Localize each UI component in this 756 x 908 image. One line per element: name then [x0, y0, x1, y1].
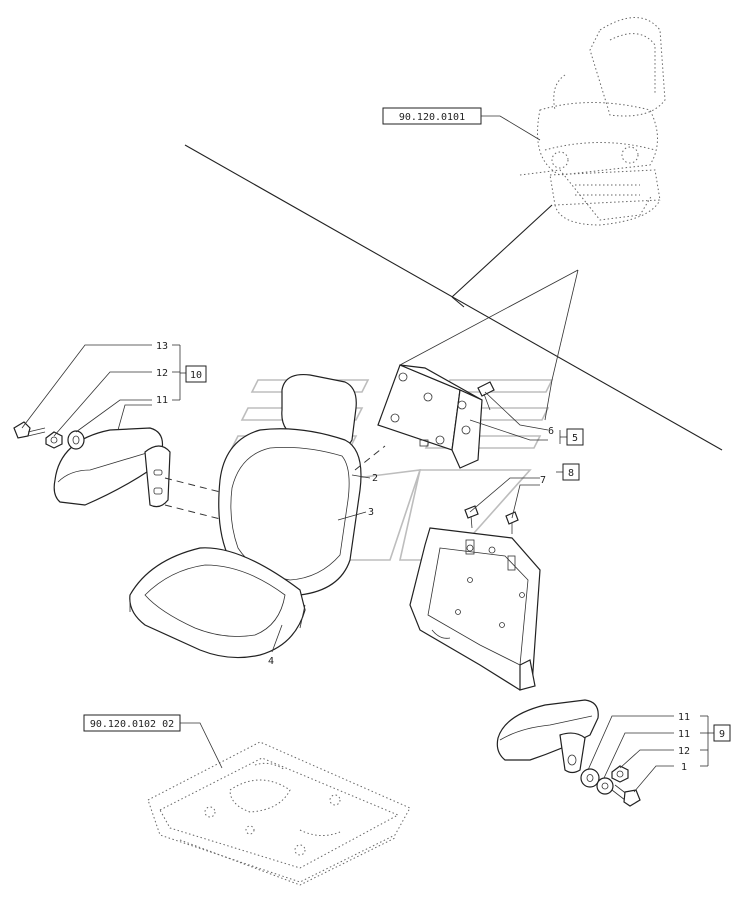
hinge-screw [477, 381, 495, 411]
left-callout-group: 13 12 11 [21, 341, 186, 437]
section-line [184, 144, 723, 451]
label-left-armrest-group: 10 [190, 370, 202, 381]
hinge-plate-assembly [377, 364, 483, 469]
seat-assembly-ghost [519, 17, 666, 226]
right-bolt [611, 784, 641, 807]
reference-label-seat-assembly: 90.120.0101 [399, 112, 465, 123]
frame-screw-b [505, 511, 519, 534]
reference-box-seat-base[interactable]: 90.120.0102 02 [83, 714, 181, 732]
label-frame-group: 8 [568, 468, 574, 479]
left-nut [45, 431, 63, 449]
label-cushion[interactable]: 4 [268, 656, 274, 667]
reference-label-seat-base: 90.120.0102 02 [90, 719, 174, 730]
callout-box-right-armrest-group[interactable]: 9 [713, 724, 731, 742]
hinge-dash [354, 445, 386, 471]
backrest [218, 373, 362, 596]
callout-box-frame-group[interactable]: 8 [562, 463, 580, 481]
label-right-nut[interactable]: 12 [678, 746, 690, 757]
right-nut [611, 765, 629, 783]
label-hinge-plate[interactable]: 6 [548, 426, 554, 437]
pointer-line-main [451, 204, 553, 298]
seat-frame [409, 527, 541, 691]
label-left-washer[interactable]: 11 [156, 395, 168, 406]
left-bolt [13, 421, 46, 439]
right-washer-b [596, 777, 614, 795]
leader-seat-assembly [481, 115, 541, 141]
callout-box-hinge-group[interactable]: 5 [566, 428, 584, 446]
label-hinge-screw[interactable]: 7 [540, 475, 546, 486]
label-backrest-cover[interactable]: 3 [368, 507, 374, 518]
right-washer-a [580, 768, 600, 788]
leader-seat-base [180, 722, 223, 769]
label-right-washer-a[interactable]: 11 [678, 712, 690, 723]
left-washer [67, 430, 85, 450]
reference-box-seat-assembly[interactable]: 90.120.0101 [382, 107, 482, 125]
cushion [129, 547, 306, 659]
label-backrest[interactable]: 2 [372, 473, 378, 484]
label-left-nut[interactable]: 12 [156, 368, 168, 379]
label-hinge-group: 5 [572, 433, 578, 444]
label-right-bolt[interactable]: 1 [681, 762, 687, 773]
label-right-washer-b[interactable]: 11 [678, 729, 690, 740]
seat-base-ghost [147, 741, 411, 886]
right-armrest [496, 699, 599, 774]
label-left-bolt[interactable]: 13 [156, 341, 168, 352]
right-callout-group: 11 11 12 1 [587, 712, 714, 793]
label-right-armrest-group: 9 [719, 729, 725, 740]
frame-screw-a [464, 505, 479, 529]
callout-box-left-armrest-group[interactable]: 10 [185, 365, 207, 383]
